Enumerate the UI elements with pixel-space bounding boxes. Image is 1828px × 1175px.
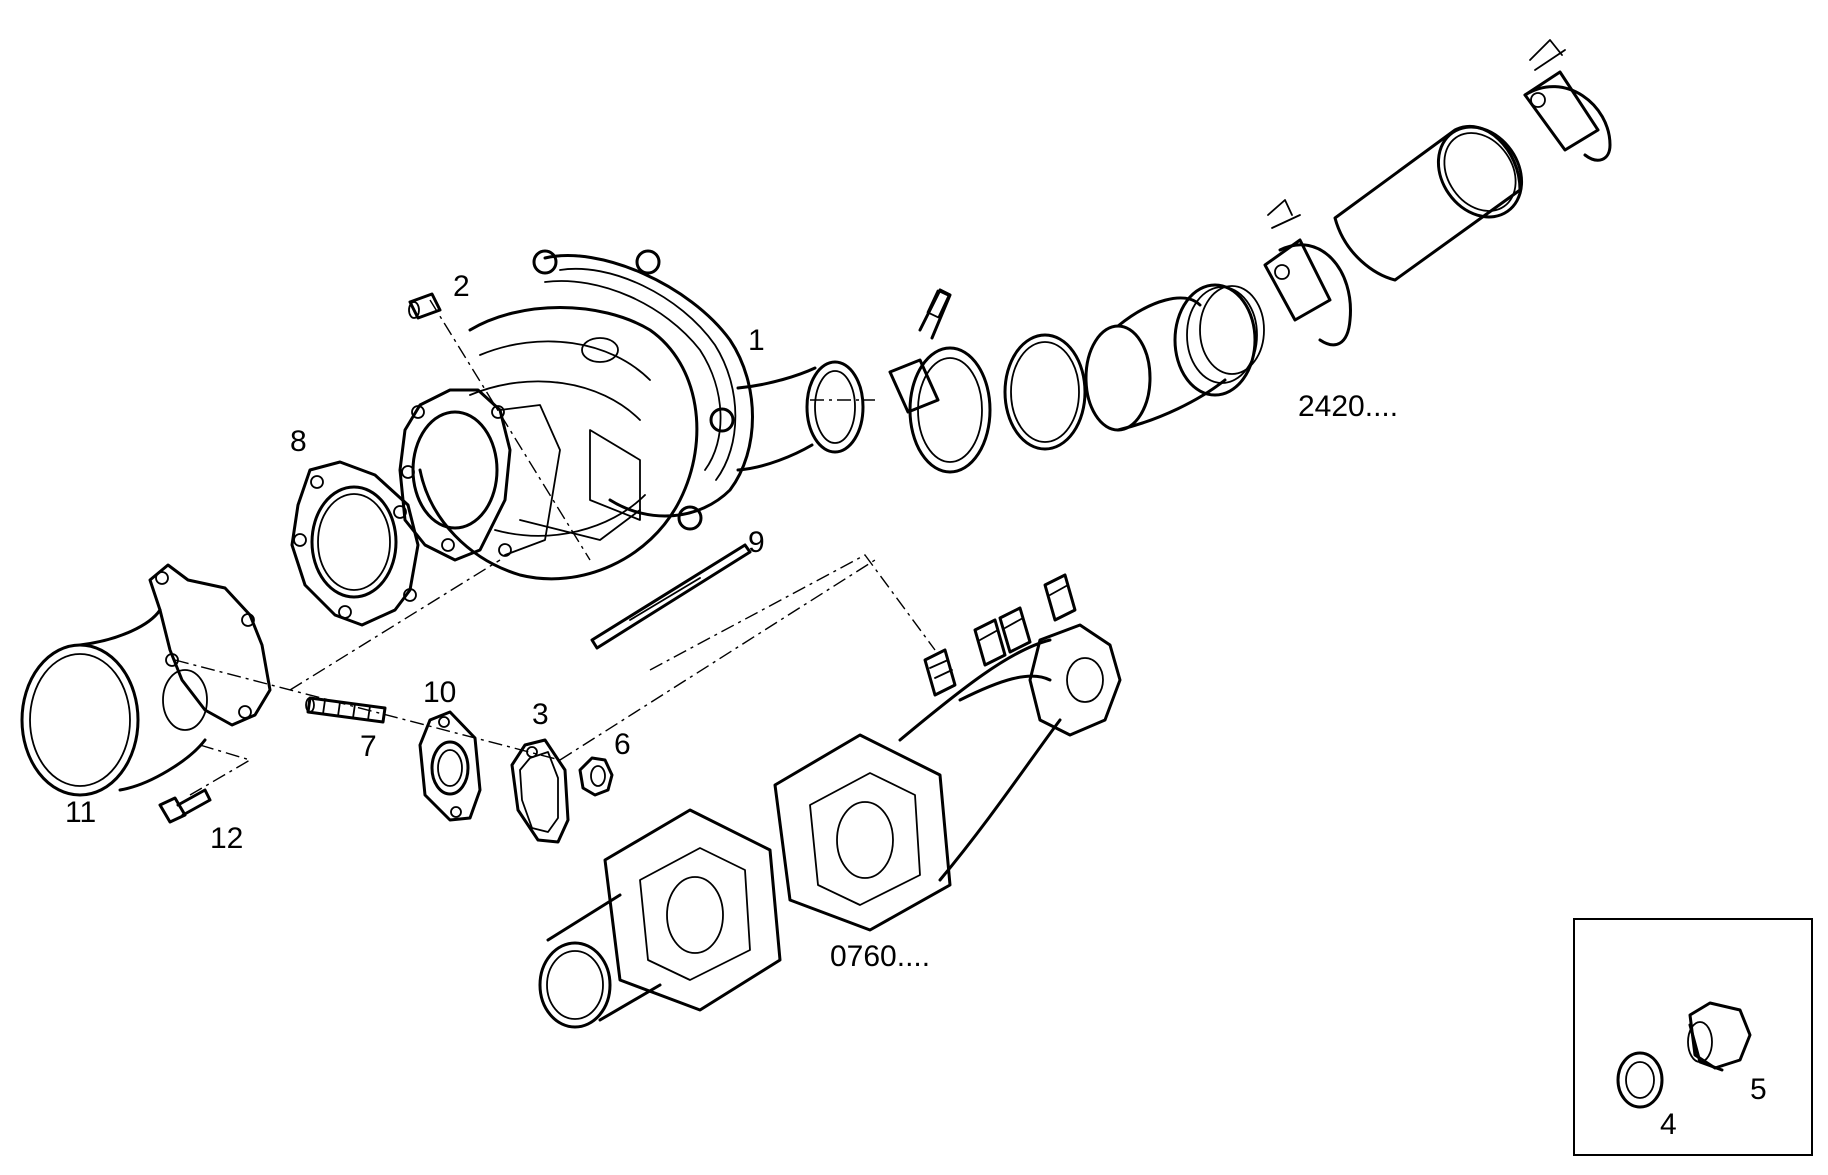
v-band-clamp-3 (1523, 39, 1612, 162)
v-band-clamp-1 (888, 288, 992, 474)
assembly-leader-lines (174, 299, 936, 796)
callout-5: 5 (1750, 1073, 1767, 1106)
callout-4: 4 (1660, 1108, 1677, 1141)
part-4-sealing-washer (1616, 1051, 1664, 1109)
part-1-turbocharger (398, 249, 865, 581)
part-8-gasket (290, 460, 420, 627)
callout-10: 10 (423, 676, 457, 709)
callout-ref-0760: 0760.... (830, 940, 931, 973)
straight-pipe (1333, 124, 1524, 282)
callout-8: 8 (290, 425, 307, 458)
part-3-cover-plate (510, 738, 570, 844)
callout-7: 7 (360, 730, 377, 763)
part-7-stud (305, 696, 387, 724)
part-9-gasket-strip (590, 543, 752, 650)
inset-detail-box (1573, 918, 1813, 1156)
callout-3: 3 (532, 698, 549, 731)
v-band-clamp-2 (1263, 199, 1352, 347)
exhaust-manifold (538, 573, 1122, 1029)
sealing-ring (1003, 333, 1087, 451)
part-2-dowel-sleeve (408, 292, 442, 320)
part-5-plug-screw (1687, 1001, 1752, 1072)
callout-ref-2420: 2420.... (1298, 390, 1399, 423)
part-10-flange-gasket (418, 710, 482, 822)
callout-6: 6 (614, 728, 631, 761)
part-11-exhaust-elbow (20, 563, 272, 797)
callout-12: 12 (210, 822, 244, 855)
callout-1: 1 (748, 324, 765, 357)
part-12-bolt (158, 788, 212, 824)
callout-2: 2 (453, 270, 470, 303)
part-6-nut (578, 756, 614, 797)
callout-11: 11 (65, 796, 97, 829)
elbow-pipe (1084, 283, 1265, 432)
callout-9: 9 (748, 526, 765, 559)
